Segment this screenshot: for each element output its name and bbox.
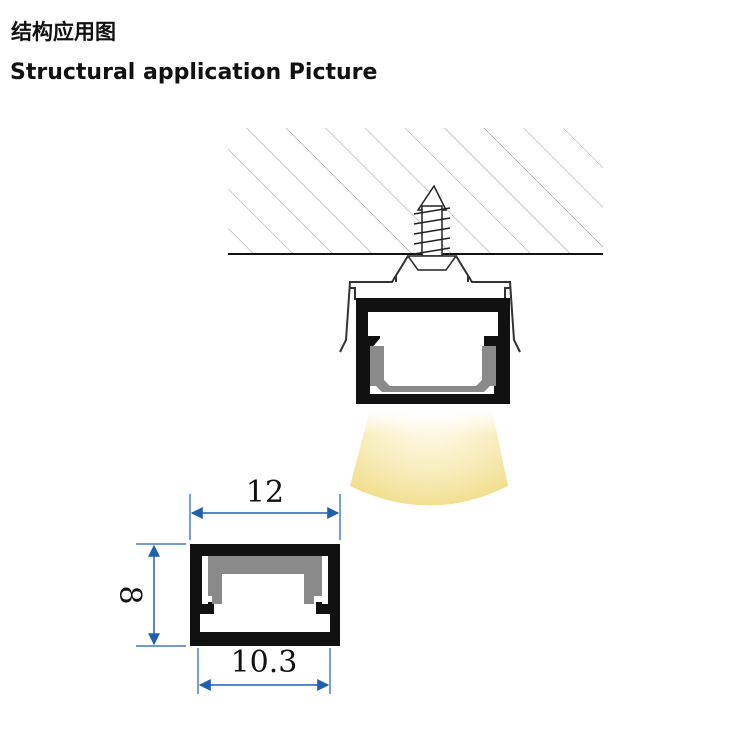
light-beam bbox=[350, 410, 508, 506]
mounted-profile bbox=[356, 298, 510, 404]
title-chinese: 结构应用图 bbox=[11, 20, 116, 44]
title-english: Structural application Picture bbox=[10, 60, 378, 85]
dimension-label-height-8: 8 bbox=[112, 585, 147, 604]
dimension-label-width-12: 12 bbox=[246, 475, 284, 510]
dimension-label-width-10-3: 10.3 bbox=[231, 645, 298, 680]
dimension-width-10-3: 10.3 bbox=[197, 645, 331, 694]
screw bbox=[406, 184, 458, 271]
mounting-clip bbox=[339, 255, 521, 353]
ceiling bbox=[228, 128, 603, 255]
dimension-width-12: 12 bbox=[189, 475, 341, 540]
profile-cross-section bbox=[190, 544, 340, 646]
dimension-height-8: 8 bbox=[112, 543, 186, 647]
